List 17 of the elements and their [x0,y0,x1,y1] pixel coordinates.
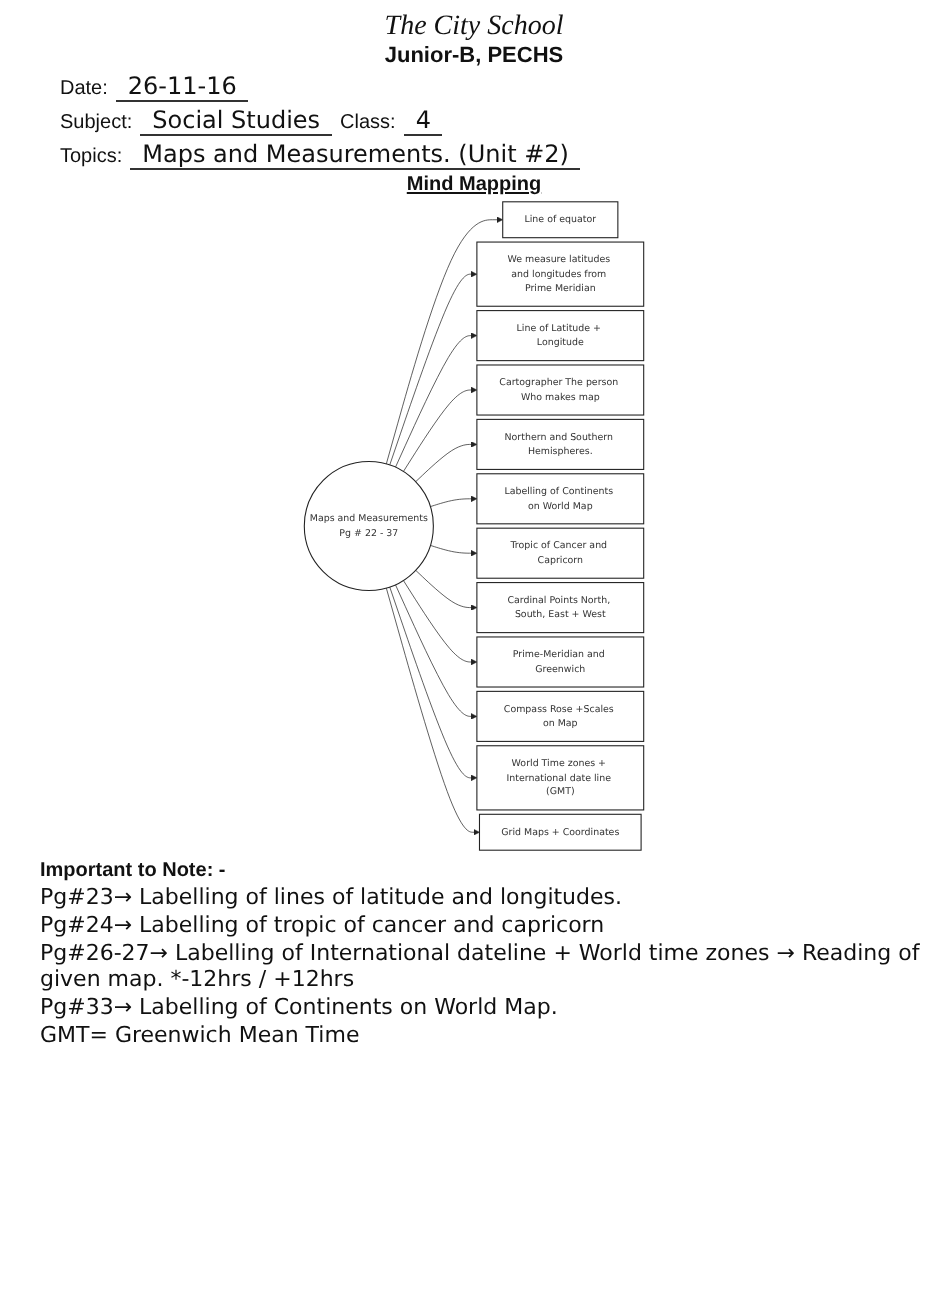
handwritten-note: GMT= Greenwich Mean Time [40,1022,362,1048]
diagram-title: Mind Mapping [404,174,544,196]
date-value: 26-11-16 [115,72,249,102]
field-label: Topics: [60,146,123,168]
subject-value: Social Studies [140,106,333,136]
field-label: Date: [60,78,108,100]
school-name: The City School [382,12,566,44]
branch-name: Junior-B, PECHS [382,44,566,68]
handwritten-note: Pg#24→ Labelling of tropic of cancer and capricorn [40,912,607,938]
handwritten-note: Pg#23→ Labelling of lines of latitude and longitudes. [40,884,625,910]
notes-heading: Important to Note: - [40,860,228,882]
class-value: 4 [403,106,443,136]
handwritten-note: Pg#26-27→ Labelling of International dateline + World time zones → Reading of given map. *-12hrs / +12hrs [40,940,922,992]
handwritten-note: Pg#33→ Labelling of Continents on World Map. [40,994,560,1020]
field-label: Class: [340,112,396,134]
topic-value: Maps and Measurements. (Unit #2) [130,140,581,170]
field-label: Subject: [60,112,133,134]
